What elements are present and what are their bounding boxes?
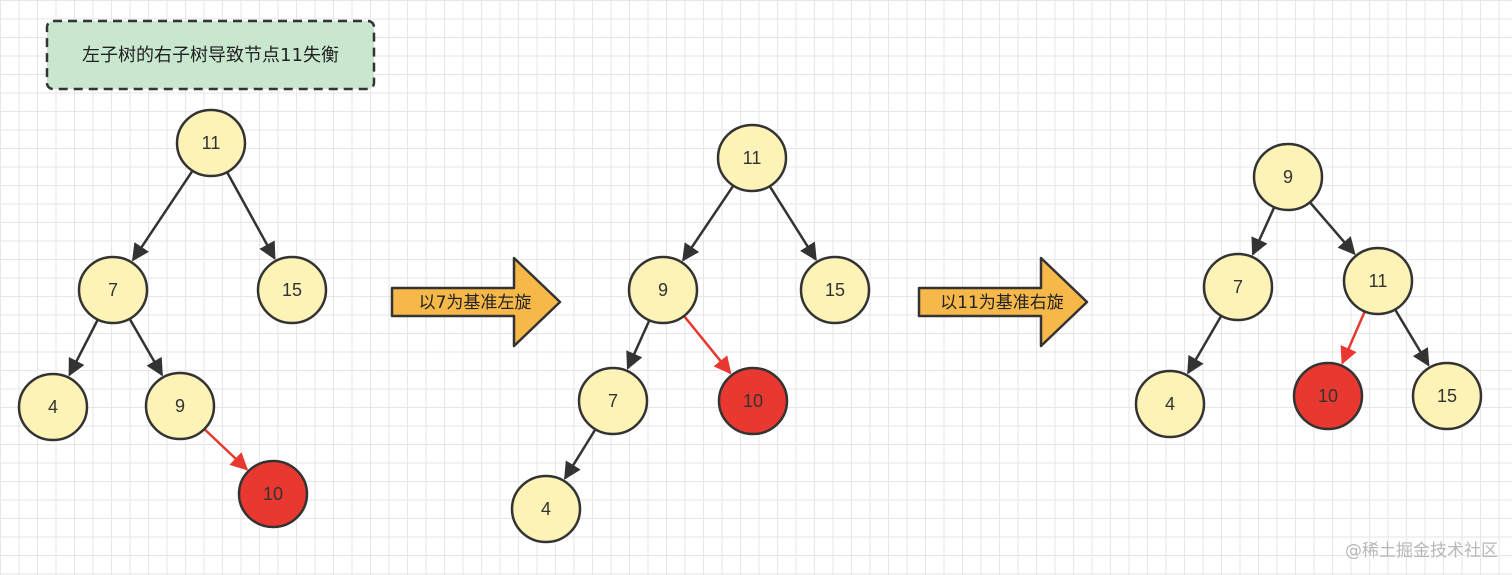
node-label: 4 xyxy=(48,397,58,417)
node-circle xyxy=(1134,369,1206,439)
note-box xyxy=(45,19,376,91)
tree-node-15: 15 xyxy=(256,255,328,325)
tree-node-11: 11 xyxy=(716,123,788,193)
node-label: 15 xyxy=(825,280,845,300)
step-arrow-left-rotation-shape xyxy=(390,256,562,348)
tree-original: 11 7 15 4 9 10 xyxy=(17,108,328,529)
step-arrow-left-rotation: 以7为基准左旋 xyxy=(390,256,562,348)
node-label: 9 xyxy=(658,280,668,300)
edge-n7-n4 xyxy=(68,319,99,377)
node-label: 7 xyxy=(608,391,618,411)
node-circle xyxy=(1411,361,1483,431)
node-label: 15 xyxy=(282,280,302,300)
edge-n11-n9 xyxy=(682,185,735,262)
node-label: 10 xyxy=(743,391,763,411)
node-label: 4 xyxy=(1165,394,1175,414)
tree-node-7: 7 xyxy=(77,255,149,325)
watermark: @稀土掘金技术社区 xyxy=(1345,541,1498,561)
tree-node-10: 10 xyxy=(237,459,309,529)
trees: 11 7 15 4 9 10 11 9 15 7 10 4 9 7 11 4 10 15 xyxy=(17,108,1483,544)
edge-n11-n15 xyxy=(1394,309,1430,367)
node-label: 11 xyxy=(743,148,762,168)
tree-after-right-rotation: 9 7 11 4 10 15 xyxy=(1134,142,1483,439)
node-label: 7 xyxy=(1233,277,1243,297)
node-label: 9 xyxy=(1283,167,1293,187)
edge-n11-n7 xyxy=(131,170,194,262)
edge-n9-n11 xyxy=(1309,201,1356,256)
step-arrow-right-rotation-shape xyxy=(917,256,1089,348)
node-circle xyxy=(577,366,649,436)
edge-n9-n7 xyxy=(626,320,651,370)
tree-node-10: 10 xyxy=(1292,361,1364,431)
node-circle xyxy=(716,123,788,193)
node-label: 11 xyxy=(202,133,221,153)
node-circle xyxy=(1342,246,1414,316)
node-circle xyxy=(510,474,582,544)
imbalance-note: 左子树的右子树导致节点11失衡 xyxy=(45,19,376,91)
step-label-left-rotation: 以7为基准左旋 xyxy=(419,293,532,313)
node-circle xyxy=(77,255,149,325)
node-circle xyxy=(1202,252,1274,322)
node-circle xyxy=(237,459,309,529)
tree-node-15: 15 xyxy=(1411,361,1483,431)
node-circle xyxy=(144,371,216,441)
tree-node-4: 4 xyxy=(510,474,582,544)
edge-n7-n9 xyxy=(128,318,164,377)
node-circle xyxy=(627,255,699,325)
edge-n11-n10 xyxy=(1340,311,1366,365)
tree-node-11: 11 xyxy=(1342,246,1414,316)
node-circle xyxy=(256,255,328,325)
tree-node-9: 9 xyxy=(1252,142,1324,212)
tree-node-10: 10 xyxy=(717,366,789,436)
tree-node-11: 11 xyxy=(175,108,247,178)
node-label: 10 xyxy=(1318,386,1338,406)
step-label-right-rotation: 以11为基准右旋 xyxy=(940,293,1064,313)
edge-n7-n4 xyxy=(1187,315,1222,375)
node-circle xyxy=(1252,142,1324,212)
tree-after-left-rotation: 11 9 15 7 10 4 xyxy=(510,123,871,544)
tree-node-7: 7 xyxy=(1202,252,1274,322)
node-circle xyxy=(175,108,247,178)
edge-n9-n7 xyxy=(1251,207,1276,256)
node-circle xyxy=(799,255,871,325)
step-arrow-right-rotation: 以11为基准右旋 xyxy=(917,256,1089,348)
node-label: 10 xyxy=(263,484,283,504)
node-circle xyxy=(717,366,789,436)
note-text: 左子树的右子树导致节点11失衡 xyxy=(82,45,339,66)
edge-n11-n15 xyxy=(226,172,276,261)
edge-n9-n10 xyxy=(203,428,249,471)
tree-node-7: 7 xyxy=(577,366,649,436)
node-label: 7 xyxy=(108,280,118,300)
node-circle xyxy=(1292,361,1364,431)
tree-node-9: 9 xyxy=(144,371,216,441)
node-label: 11 xyxy=(1369,271,1388,291)
node-label: 9 xyxy=(175,396,185,416)
node-label: 15 xyxy=(1437,386,1457,406)
edge-n9-n10 xyxy=(683,315,732,375)
edge-n11-n15 xyxy=(769,186,817,262)
edge-n7-n4 xyxy=(563,429,597,480)
tree-node-4: 4 xyxy=(1134,369,1206,439)
tree-node-4: 4 xyxy=(17,372,89,442)
node-label: 4 xyxy=(541,499,551,519)
node-circle xyxy=(17,372,89,442)
tree-node-15: 15 xyxy=(799,255,871,325)
tree-node-9: 9 xyxy=(627,255,699,325)
